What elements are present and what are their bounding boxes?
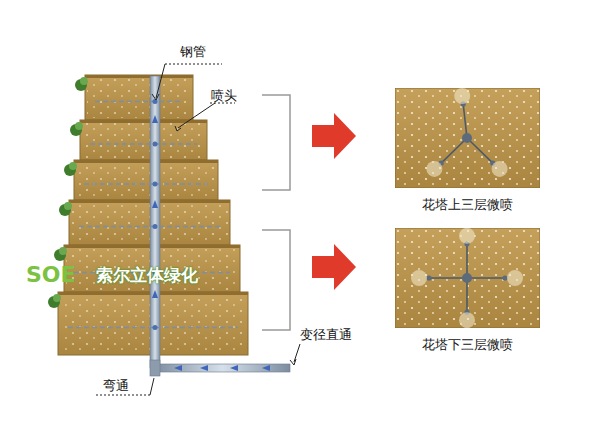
part-label: 变径直通 — [300, 327, 352, 343]
part-label: 钢管 — [180, 44, 206, 60]
part-label: 喷头 — [211, 88, 237, 104]
part-label: 弯通 — [103, 378, 129, 394]
detail-box: 花塔上三层微喷 — [395, 88, 540, 188]
caption: 花塔上三层微喷 — [395, 196, 540, 214]
spray-detail — [395, 88, 540, 188]
spray-detail — [395, 228, 540, 328]
detail-box: 花塔下三层微喷 — [395, 228, 540, 328]
caption: 花塔下三层微喷 — [395, 336, 540, 354]
watermark: SOE — [26, 262, 76, 288]
watermark: 索尔立体绿化 — [96, 265, 198, 285]
